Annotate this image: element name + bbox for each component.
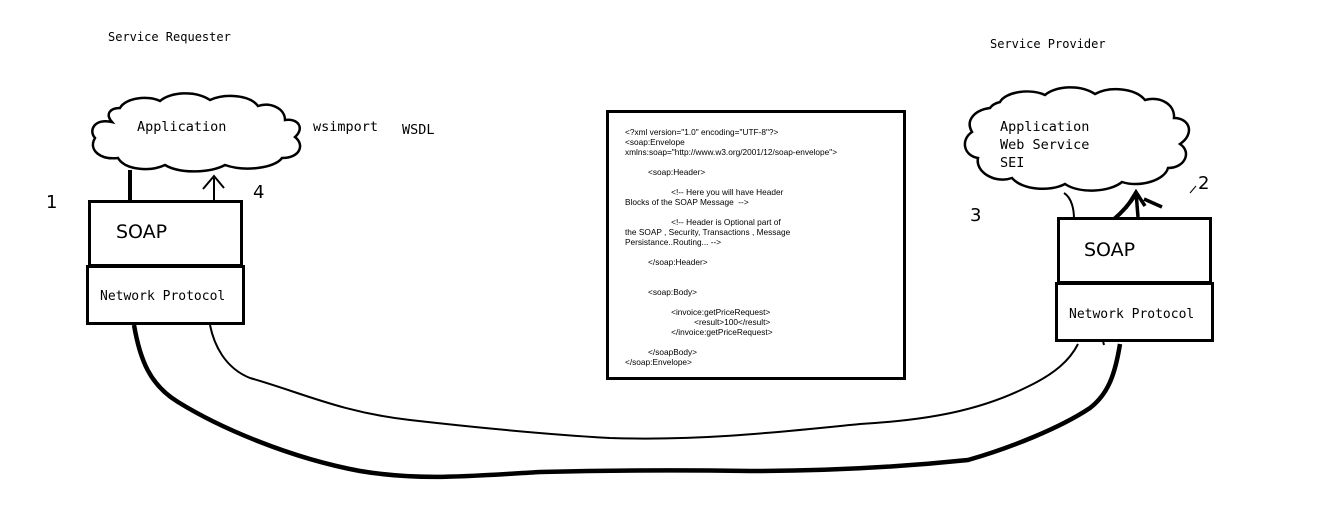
requester-network-label: Network Protocol xyxy=(100,289,226,304)
provider-title: Service Provider xyxy=(990,37,1106,51)
provider-cloud xyxy=(963,86,1191,192)
step-number-2: 2 xyxy=(1198,173,1210,194)
soap-message-line: <result>100</result> xyxy=(625,317,771,327)
requester-arrowhead xyxy=(202,174,225,190)
network-curve-thin xyxy=(209,324,1079,440)
provider-cloud-line-2: Web Service xyxy=(1000,137,1090,153)
requester-title: Service Requester xyxy=(108,30,231,44)
soap-message-panel: <?xml version="1.0" encoding="UTF-8"?> <… xyxy=(606,110,906,380)
soap-message-line: <invoice:getPriceRequest> xyxy=(625,307,771,317)
step-number-3: 3 xyxy=(970,205,982,226)
tick-mark xyxy=(1189,185,1197,194)
soap-message-line: Persistance..Routing... --> xyxy=(625,237,722,247)
provider-cloud-line-1: Application xyxy=(1000,119,1090,135)
provider-down-line xyxy=(1063,192,1075,220)
soap-message-line: </soap:Envelope> xyxy=(625,357,692,367)
step-number-1: 1 xyxy=(46,192,58,213)
wsimport-label: wsimport xyxy=(313,119,379,135)
provider-arrowhead xyxy=(1124,188,1163,218)
soap-message-line: <soap:Header> xyxy=(625,167,706,177)
wsdl-label: WSDL xyxy=(402,122,435,138)
soap-message-line: the SOAP , Security, Transactions , Mess… xyxy=(625,227,791,237)
requester-network-box: Network Protocol xyxy=(86,265,245,325)
requester-cloud xyxy=(91,92,302,173)
soap-message-line: Blocks of the SOAP Message --> xyxy=(625,197,749,207)
requester-soap-box: SOAP xyxy=(88,200,243,267)
soap-message-line: <?xml version="1.0" encoding="UTF-8"?> xyxy=(625,127,779,137)
soap-message-line: <!-- Header is Optional part of xyxy=(625,217,781,227)
soap-message-line: xmlns:soap="http://www.w3.org/2001/12/so… xyxy=(625,147,838,157)
soap-message-line: </soap:Header> xyxy=(625,257,708,267)
soap-message-line: </soapBody> xyxy=(625,347,697,357)
requester-soap-label: SOAP xyxy=(116,221,168,243)
provider-cloud-line-3: SEI xyxy=(1000,155,1025,171)
soap-message-line: <soap:Envelope xyxy=(625,137,685,147)
step-number-4: 4 xyxy=(253,182,265,203)
network-curve-thick xyxy=(131,324,1123,480)
requester-cloud-label: Application xyxy=(137,119,227,135)
soap-message-line: </invoice:getPriceRequest> xyxy=(625,327,773,337)
provider-soap-box: SOAP xyxy=(1057,217,1212,284)
provider-network-box: Network Protocol xyxy=(1055,282,1214,342)
provider-soap-label: SOAP xyxy=(1084,239,1136,261)
soap-message-line: <!-- Here you will have Header xyxy=(625,187,784,197)
soap-message-line: <soap:Body> xyxy=(625,287,697,297)
provider-network-label: Network Protocol xyxy=(1069,307,1195,322)
